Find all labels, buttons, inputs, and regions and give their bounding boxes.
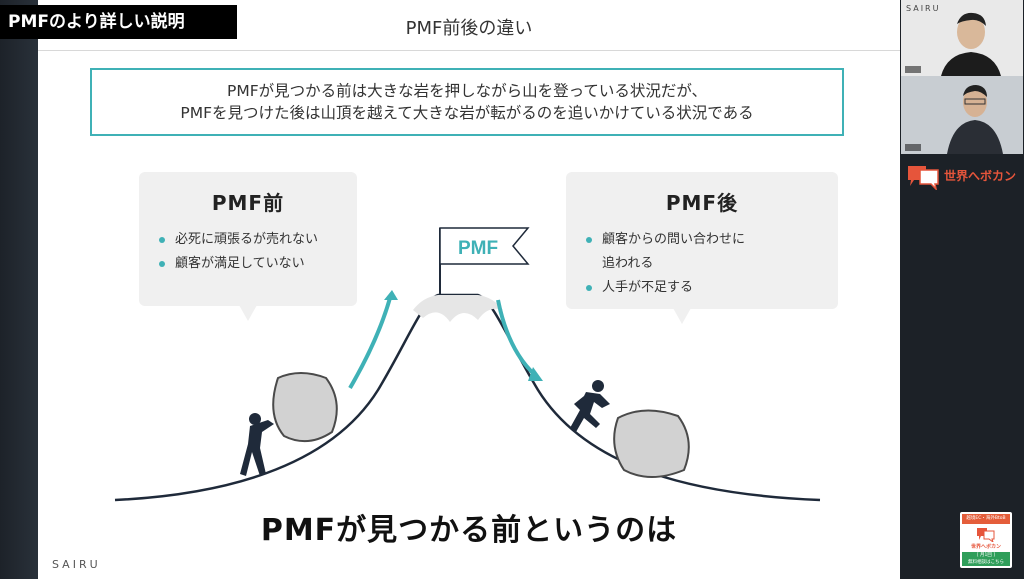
before-bubble-tail: [239, 305, 257, 321]
slide-footer-logo: SAIRU: [52, 558, 101, 571]
presentation-slide: PMF前後の違い PMFが見つかる前は大きな岩を押しながら山を登っている状況だが…: [38, 0, 900, 579]
snow-cap: [413, 295, 503, 322]
promo-brand: 世界へボカン: [970, 544, 1001, 550]
after-title: PMF後: [665, 191, 739, 215]
mountain-outline: [114, 293, 821, 502]
before-item: 顧客が満足していない: [159, 252, 357, 276]
flag-icon: [439, 227, 530, 265]
participant-video-2[interactable]: [901, 76, 1023, 154]
summary-line-1: PMFが見つかる前は大きな岩を押しながら山を登っている状況だが、: [226, 82, 708, 100]
before-item: 必死に頑張るが売れない: [159, 228, 357, 252]
speech-bubble-logo-icon: [908, 166, 939, 190]
pushing-person-icon: [240, 413, 274, 476]
after-bubble: PMF後 顧客からの問い合わせに 追われる 人手が不足する: [566, 172, 838, 309]
after-item: 顧客からの問い合わせに: [586, 228, 838, 252]
participant-2-name-tag: [905, 144, 921, 151]
before-bubble: PMF前 必死に頑張るが売れない 顧客が満足していない: [139, 172, 357, 306]
sponsor-logo: 世界へボカン: [902, 160, 1022, 192]
person-1-silhouette-icon: [941, 12, 1001, 76]
arrow-up-head: [384, 290, 398, 300]
flag-text: PMF: [458, 238, 498, 259]
participant-1-name-tag: [905, 66, 921, 73]
sponsor-logo-text: 世界へボカン: [944, 169, 1017, 183]
before-title: PMF前: [211, 191, 285, 215]
arrow-up: [348, 297, 392, 390]
boulder-right-icon: [613, 409, 690, 478]
promo-banner[interactable]: 越境EC・海外BtoB 世界へボカン [ 月1回 ] 無料相談はこちら: [960, 512, 1012, 568]
camera-1-logo: SAIRU: [906, 4, 941, 13]
person-2-silhouette-icon: [901, 76, 1023, 154]
boulder-left-icon: [272, 372, 338, 443]
arrow-down-head: [528, 367, 543, 381]
topic-badge: PMFのより詳しい説明: [0, 5, 237, 39]
summary-box: PMFが見つかる前は大きな岩を押しながら山を登っている状況だが、 PMFを見つけ…: [90, 68, 844, 136]
title-divider: [38, 50, 900, 51]
slide-title: PMF前後の違い: [405, 18, 533, 39]
summary-line-2: PMFを見つけた後は山頂を越えて大きな岩が転がるのを追いかけている状況である: [180, 104, 754, 122]
promo-top-label: 越境EC・海外BtoB: [962, 514, 1010, 524]
arrow-down: [496, 299, 537, 377]
participant-video-1[interactable]: SAIRU: [901, 0, 1023, 76]
after-bubble-tail: [673, 308, 691, 324]
promo-logo-icon: [977, 528, 995, 542]
after-item-continuation: 追われる: [602, 256, 654, 271]
video-caption: PMFが見つかる前というのは: [260, 513, 678, 548]
promo-consult-button[interactable]: [ 月1回 ] 無料相談はこちら: [962, 552, 1010, 566]
running-person-icon: [570, 380, 610, 432]
after-item: 人手が不足する: [586, 276, 838, 300]
